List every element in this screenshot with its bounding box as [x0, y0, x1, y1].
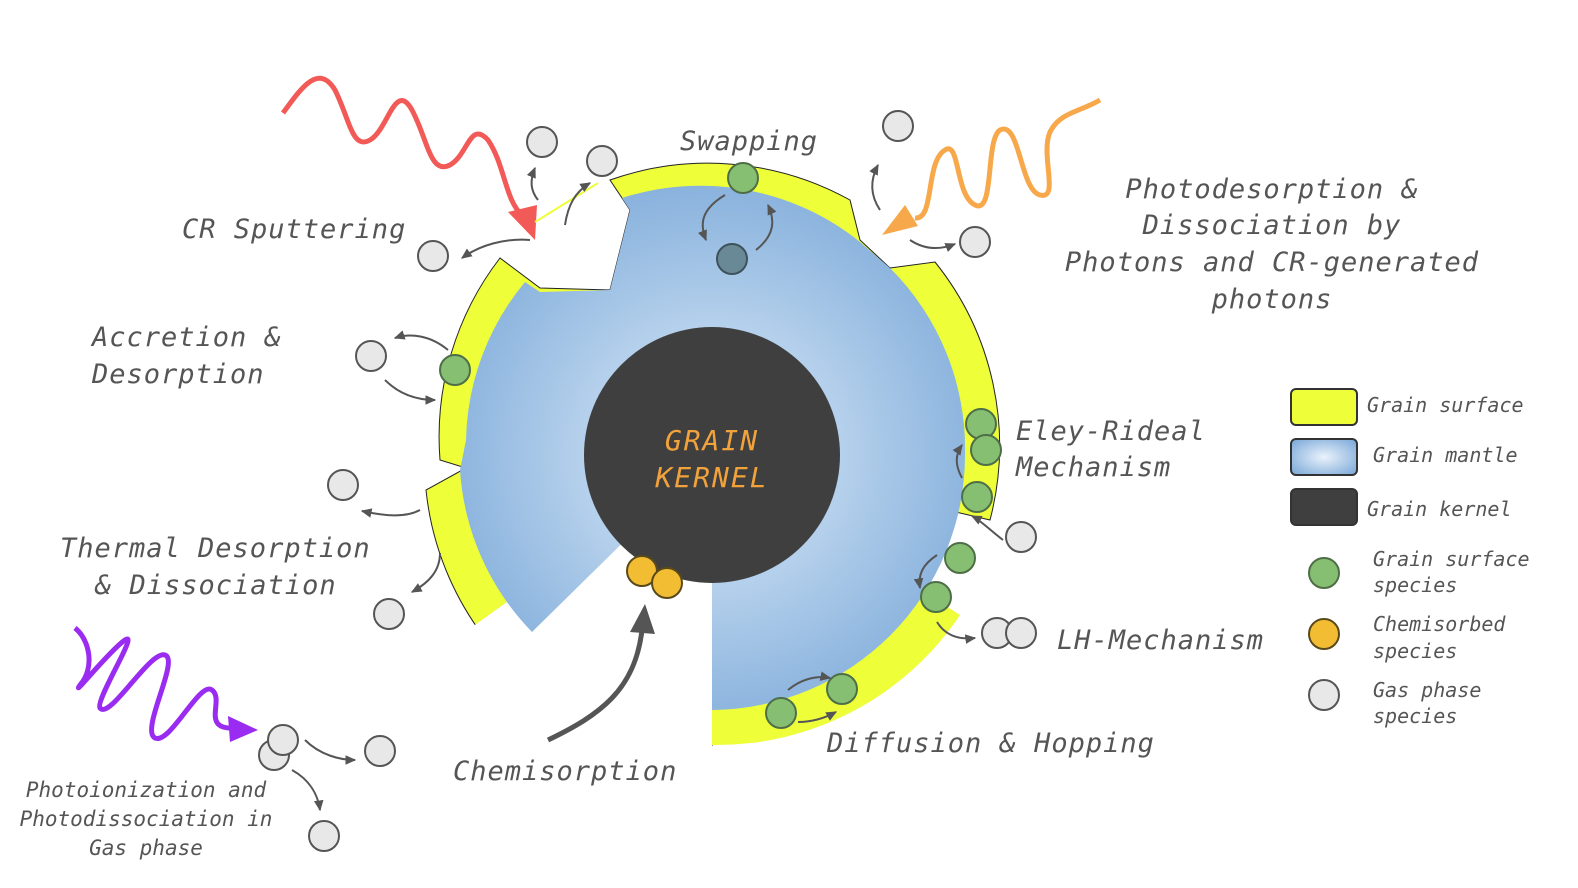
chemisorption-arrow	[546, 629, 645, 743]
surface-species	[765, 697, 797, 729]
label-eley-2: Mechanism	[1015, 452, 1171, 483]
lh-arrow	[913, 554, 938, 590]
sputter-arrow	[526, 166, 539, 201]
kernel-label-2: KERNEL	[654, 461, 768, 494]
label-diffusion: Diffusion & Hopping	[826, 728, 1155, 759]
gas-phase-arrow	[304, 739, 357, 765]
legend-label-kernel: Grain kernel	[1367, 497, 1512, 521]
surface-species	[439, 354, 471, 386]
legend-label-chem-species-1: Chemisorbed	[1373, 612, 1506, 636]
gas-species	[417, 240, 449, 272]
sputter-arrow	[461, 238, 531, 259]
label-accretion-2: Desorption	[91, 359, 265, 390]
gas-species	[882, 110, 914, 142]
legend-gas-species-icon	[1308, 679, 1340, 711]
grain-kernel	[584, 327, 840, 583]
kernel-label-1: GRAIN	[665, 424, 759, 457]
label-photodes-1: Photodesorption &	[1125, 174, 1418, 205]
gas-species	[586, 145, 618, 177]
photodes-arrow	[909, 239, 957, 253]
label-eley-1: Eley-Rideal	[1016, 416, 1206, 447]
label-thermal-2: & Dissociation	[94, 570, 337, 601]
uv-arrowhead	[228, 716, 258, 742]
diffusion-arrow	[787, 671, 832, 691]
legend-label-chem-species-2: species	[1373, 639, 1457, 663]
uv-wave	[73, 626, 236, 741]
surface-species	[727, 162, 759, 194]
label-photodes-2: Dissociation by	[1142, 210, 1402, 241]
label-lh: LH-Mechanism	[1057, 625, 1264, 656]
mantle-species	[716, 243, 748, 275]
gas-species	[1005, 617, 1037, 649]
surface-species	[920, 581, 952, 613]
label-swapping: Swapping	[680, 126, 818, 157]
gas-species	[526, 126, 558, 158]
gas-species	[355, 340, 387, 372]
lh-arrow	[936, 621, 977, 644]
sputter-arrow	[564, 182, 592, 226]
label-photoion-2: Photodissociation in	[20, 807, 273, 831]
label-photodes-3: Photons and CR-generated	[1065, 247, 1479, 278]
surface-species	[826, 673, 858, 705]
photon-arrowhead	[882, 205, 918, 235]
surface-species	[961, 481, 993, 513]
label-thermal-1: Thermal Desorption	[60, 533, 371, 564]
legend-label-surface: Grain surface	[1367, 393, 1524, 417]
swap-arrow	[697, 194, 726, 242]
gas-species	[267, 724, 299, 756]
eley-arrow	[970, 515, 1004, 541]
surface-species	[965, 408, 997, 440]
legend-swatch-kernel	[1290, 488, 1358, 526]
accretion-arrow	[393, 330, 449, 351]
label-chemisorption: Chemisorption	[453, 756, 677, 787]
label-photoion-3: Gas phase	[89, 836, 203, 860]
thermal-arrow	[360, 508, 421, 518]
accretion-arrow	[384, 379, 437, 405]
label-accretion-1: Accretion &	[90, 322, 282, 353]
legend-swatch-mantle	[1290, 438, 1358, 476]
legend-swatch-surface	[1290, 388, 1358, 426]
gas-species	[959, 226, 991, 258]
legend-label-gas-species-1: Gas phase	[1373, 678, 1481, 702]
label-photodes-4: photons	[1211, 284, 1333, 315]
eley-arrow	[952, 444, 963, 479]
photon-wave	[914, 97, 1102, 221]
surface-species	[944, 542, 976, 574]
label-photoion-1: Photoionization and	[26, 778, 267, 802]
gas-species	[308, 820, 340, 852]
cosmic-ray-arrowhead	[508, 205, 537, 240]
legend-label-surface-species-2: species	[1373, 573, 1457, 597]
thermal-arrow	[410, 552, 441, 593]
legend-label-gas-species-2: species	[1373, 704, 1457, 728]
swap-arrow	[755, 203, 777, 251]
surface-species	[970, 434, 1002, 466]
diffusion-arrow	[797, 711, 838, 723]
gas-phase-arrow	[291, 769, 324, 812]
chemisorbed-species	[651, 567, 683, 599]
gas-species	[373, 598, 405, 630]
legend-label-mantle: Grain mantle	[1373, 443, 1518, 467]
chemisorption-arrowhead	[630, 604, 655, 634]
gas-species	[1005, 521, 1037, 553]
legend-chem-species-icon	[1308, 618, 1340, 650]
photodes-arrow	[869, 163, 881, 211]
legend-surface-species-icon	[1308, 557, 1340, 589]
label-cr-sputtering: CR Sputtering	[182, 214, 406, 245]
cosmic-ray-wave	[280, 75, 524, 217]
gas-species	[364, 735, 396, 767]
legend: Grain surface Grain mantle Grain kernel …	[1290, 388, 1530, 728]
gas-species	[327, 469, 359, 501]
legend-label-surface-species-1: Grain surface	[1373, 547, 1530, 571]
